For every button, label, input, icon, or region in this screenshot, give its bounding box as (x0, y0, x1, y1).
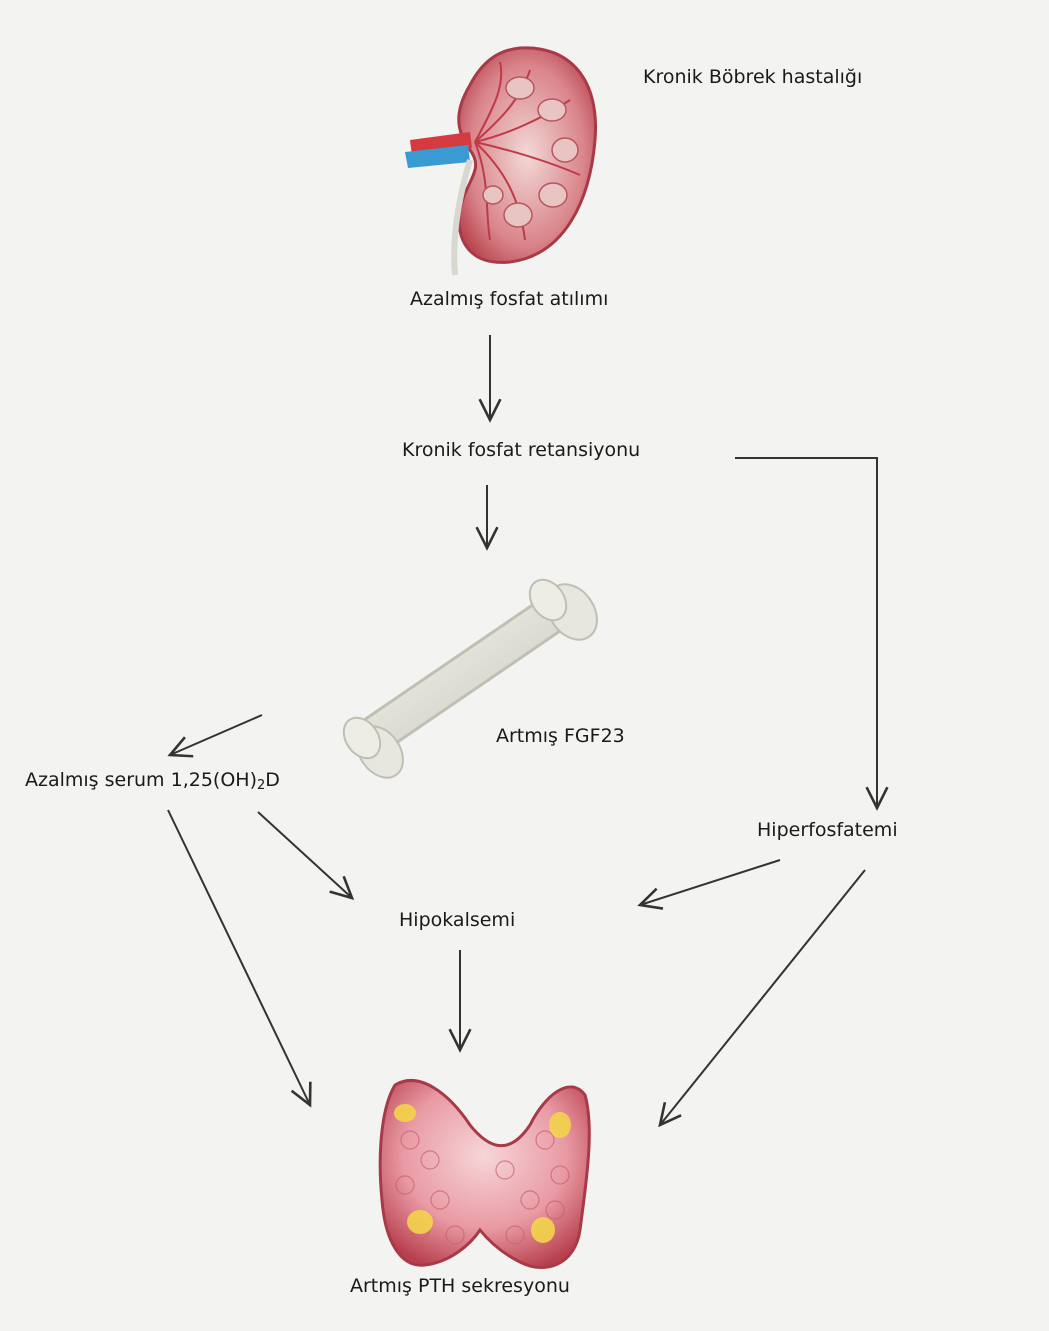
label-decreased-serum-vitamin-d: Azalmış serum 1,25(OH)2D (25, 771, 280, 792)
parathyroid-illustration (380, 1081, 589, 1268)
arrow-fgf23-to-vitd (170, 715, 262, 755)
label-increased-fgf23: Artmış FGF23 (496, 727, 625, 746)
arrow-retention-to-hyperphosphatemia (735, 458, 877, 808)
vitd-prefix: Azalmış serum 1,25(OH) (25, 769, 257, 791)
arrow-hyperphosphatemia-to-pth (660, 870, 865, 1125)
arrow-hyperphosphatemia-to-hypocalcemia (640, 860, 780, 905)
label-hypocalcemia: Hipokalsemi (399, 911, 515, 930)
label-hyperphosphatemia: Hiperfosfatemi (757, 821, 898, 840)
arrow-vitd-to-hypocalcemia (258, 812, 352, 898)
label-decreased-phosphate-excretion: Azalmış fosfat atılımı (410, 290, 608, 309)
bone-illustration (336, 573, 607, 787)
label-chronic-phosphate-retention: Kronik fosfat retansiyonu (402, 441, 640, 460)
arrow-vitd-to-pth (168, 810, 310, 1105)
diagram-title: Kronik Böbrek hastalığı (643, 68, 862, 87)
vitd-suffix: D (265, 769, 280, 791)
label-increased-pth-secretion: Artmış PTH sekresyonu (350, 1277, 570, 1296)
kidney-illustration (405, 48, 596, 275)
